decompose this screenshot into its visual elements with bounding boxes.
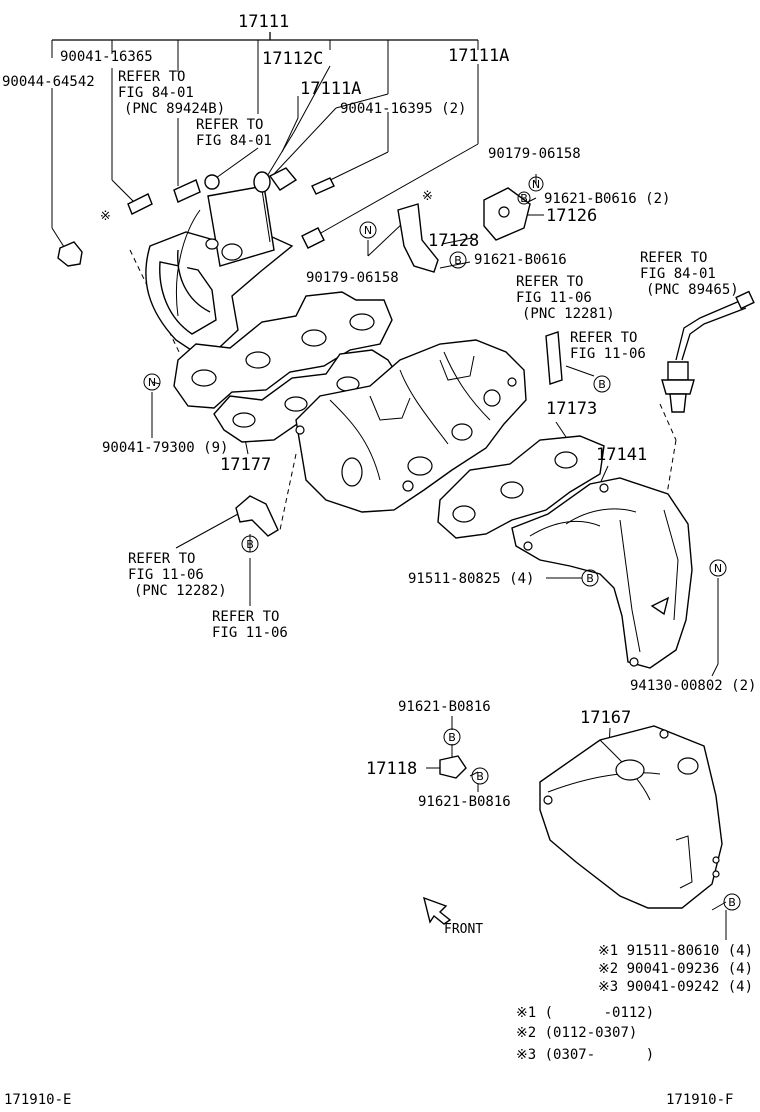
label-refer-d-1: REFER TO (516, 274, 583, 290)
svg-text:※: ※ (422, 189, 433, 204)
svg-text:N: N (364, 224, 372, 237)
label-90041-16395: 90041-16395 (2) (340, 101, 466, 117)
marker-b-5: B (581, 569, 599, 587)
legend: ※1 91511-80610 (4) ※2 90041-09236 (4) ※3… (516, 943, 753, 1063)
label-refer-c-3: (PNC 89465) (646, 282, 739, 298)
svg-text:B: B (476, 770, 484, 783)
exhaust-manifold-17111 (145, 185, 294, 361)
label-refer-g-1: REFER TO (212, 609, 279, 625)
label-refer-e-2: FIG 11-06 (570, 346, 646, 362)
legend-date-2: ※2 (0112-0307) (516, 1025, 637, 1041)
label-refer-a-3: (PNC 89424B) (124, 101, 225, 117)
marker-n-3: N (528, 176, 544, 192)
marker-n-1: N (143, 373, 161, 391)
legend-part-1: ※1 91511-80610 (4) (598, 943, 753, 959)
label-refer-d-2: FIG 11-06 (516, 290, 592, 306)
svg-text:B: B (586, 572, 594, 585)
label-refer-f-3: (PNC 12282) (134, 583, 227, 599)
marker-b-2: B (449, 251, 467, 269)
label-17111a-top: 17111A (448, 46, 509, 66)
label-94130-00802: 94130-00802 (2) (630, 678, 756, 694)
label-17118: 17118 (366, 759, 417, 779)
svg-text:B: B (246, 538, 254, 551)
leader-lines (51, 32, 727, 940)
part-labels: 17111 90041-16365 90044-64542 REFER TO F… (2, 12, 756, 937)
label-refer-d-3: (PNC 12281) (522, 306, 615, 322)
svg-text:N: N (148, 376, 156, 389)
label-refer-a-2: FIG 84-01 (118, 85, 194, 101)
label-refer-f-1: REFER TO (128, 551, 195, 567)
svg-text:B: B (728, 896, 736, 909)
manifold-gasket-17173 (437, 435, 605, 539)
cylinder-head (295, 339, 527, 513)
marker-n-4: N (709, 559, 727, 577)
svg-text:B: B (454, 254, 462, 267)
marker-star-1: ※ (100, 209, 111, 224)
legend-part-3: ※3 90041-09242 (4) (598, 979, 753, 995)
marker-b-8: B (723, 893, 741, 911)
label-17111: 17111 (238, 12, 289, 32)
marker-b-3: B (593, 375, 611, 393)
figure-code-right: 171910-F (666, 1092, 733, 1108)
label-91511-80825: 91511-80825 (4) (408, 571, 534, 587)
manifold-gasket-17177 (173, 291, 399, 443)
label-90041-16365: 90041-16365 (60, 49, 153, 65)
label-91621-b0816-top: 91621-B0816 (398, 699, 491, 715)
marker-n-2: N (359, 221, 377, 239)
legend-part-2: ※2 90041-09236 (4) (598, 961, 753, 977)
label-refer-e-1: REFER TO (570, 330, 637, 346)
label-90044-64542: 90044-64542 (2, 74, 95, 90)
label-90179-06158-mid: 90179-06158 (306, 270, 399, 286)
label-refer-c-1: REFER TO (640, 250, 707, 266)
marker-b-4: B (241, 535, 259, 553)
label-91621-b0616-2: 91621-B0616 (2) (544, 191, 670, 207)
label-91621-b0816-bot: 91621-B0816 (418, 794, 511, 810)
marker-b-1: B (517, 191, 531, 205)
svg-text:※: ※ (100, 209, 111, 224)
label-17111a-mid: 17111A (300, 79, 361, 99)
label-17126: 17126 (546, 206, 597, 226)
svg-text:B: B (598, 378, 606, 391)
marker-b-6: B (443, 728, 461, 746)
label-front: FRONT (444, 922, 483, 937)
label-refer-g-2: FIG 11-06 (212, 625, 288, 641)
marker-b-7: B (471, 767, 489, 785)
label-refer-c-2: FIG 84-01 (640, 266, 716, 282)
legend-date-3: ※3 (0307- ) (516, 1047, 654, 1063)
label-refer-a-1: REFER TO (118, 69, 185, 85)
label-91621-b0616: 91621-B0616 (474, 252, 567, 268)
exhaust-manifold-converter-17141 (511, 477, 693, 669)
svg-text:B: B (448, 731, 456, 744)
label-refer-b-1: REFER TO (196, 117, 263, 133)
svg-text:N: N (532, 178, 540, 191)
label-90041-79300: 90041-79300 (9) (102, 440, 228, 456)
figure-code-left: 171910-E (4, 1092, 71, 1108)
legend-date-1: ※1 ( -0112) (516, 1005, 654, 1021)
label-17128: 17128 (428, 231, 479, 251)
label-refer-f-2: FIG 11-06 (128, 567, 204, 583)
label-17112c: 17112C (262, 49, 323, 69)
label-17177: 17177 (220, 455, 271, 475)
heat-insulator-17167 (539, 725, 723, 909)
oxygen-sensor (661, 290, 755, 413)
label-17167: 17167 (580, 708, 631, 728)
svg-text:B: B (520, 192, 528, 205)
label-17173: 17173 (546, 399, 597, 419)
label-90179-06158-top: 90179-06158 (488, 146, 581, 162)
label-17141: 17141 (596, 445, 647, 465)
label-refer-b-2: FIG 84-01 (196, 133, 272, 149)
marker-star-2: ※ (422, 189, 433, 204)
svg-text:N: N (714, 562, 722, 575)
